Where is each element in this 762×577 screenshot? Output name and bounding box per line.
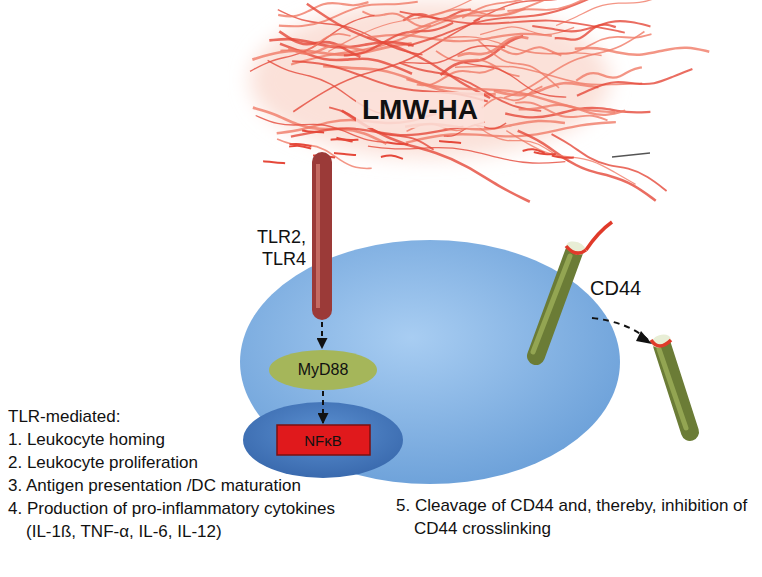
- list-item: 4. Production of pro-inflammatory cytoki…: [8, 497, 353, 543]
- scale-bar: [612, 153, 650, 157]
- node-text: MyD88: [298, 361, 349, 379]
- list-item: 2. Leukocyte proliferation: [8, 451, 353, 474]
- cleavage-arrowhead: [636, 331, 652, 344]
- list-heading: TLR-mediated:: [8, 405, 353, 428]
- cell: [240, 240, 620, 484]
- effects-list: TLR-mediated:1. Leukocyte homing2. Leuko…: [8, 405, 353, 543]
- node-text: LMW-HA: [356, 92, 484, 128]
- cleaved-cd44: [650, 332, 690, 432]
- list-item: 5. Cleavage of CD44 and, thereby, inhibi…: [396, 494, 759, 540]
- receptor-label: TLR2, TLR4: [246, 226, 306, 270]
- factor-box: NFκB: [276, 424, 371, 456]
- list-item: 1. Leukocyte homing: [8, 428, 353, 451]
- ha-label-area: LMW-HA: [280, 60, 560, 160]
- signal-arrow: [323, 391, 324, 423]
- signal-arrow: [318, 162, 322, 348]
- list-item: 3. Antigen presentation /DC maturation: [8, 474, 353, 497]
- adaptor-ellipse: MyD88: [268, 349, 378, 391]
- node-text: NFκB: [304, 432, 342, 449]
- receptor-label: CD44: [590, 276, 660, 300]
- ha-ground: [250, 2, 610, 158]
